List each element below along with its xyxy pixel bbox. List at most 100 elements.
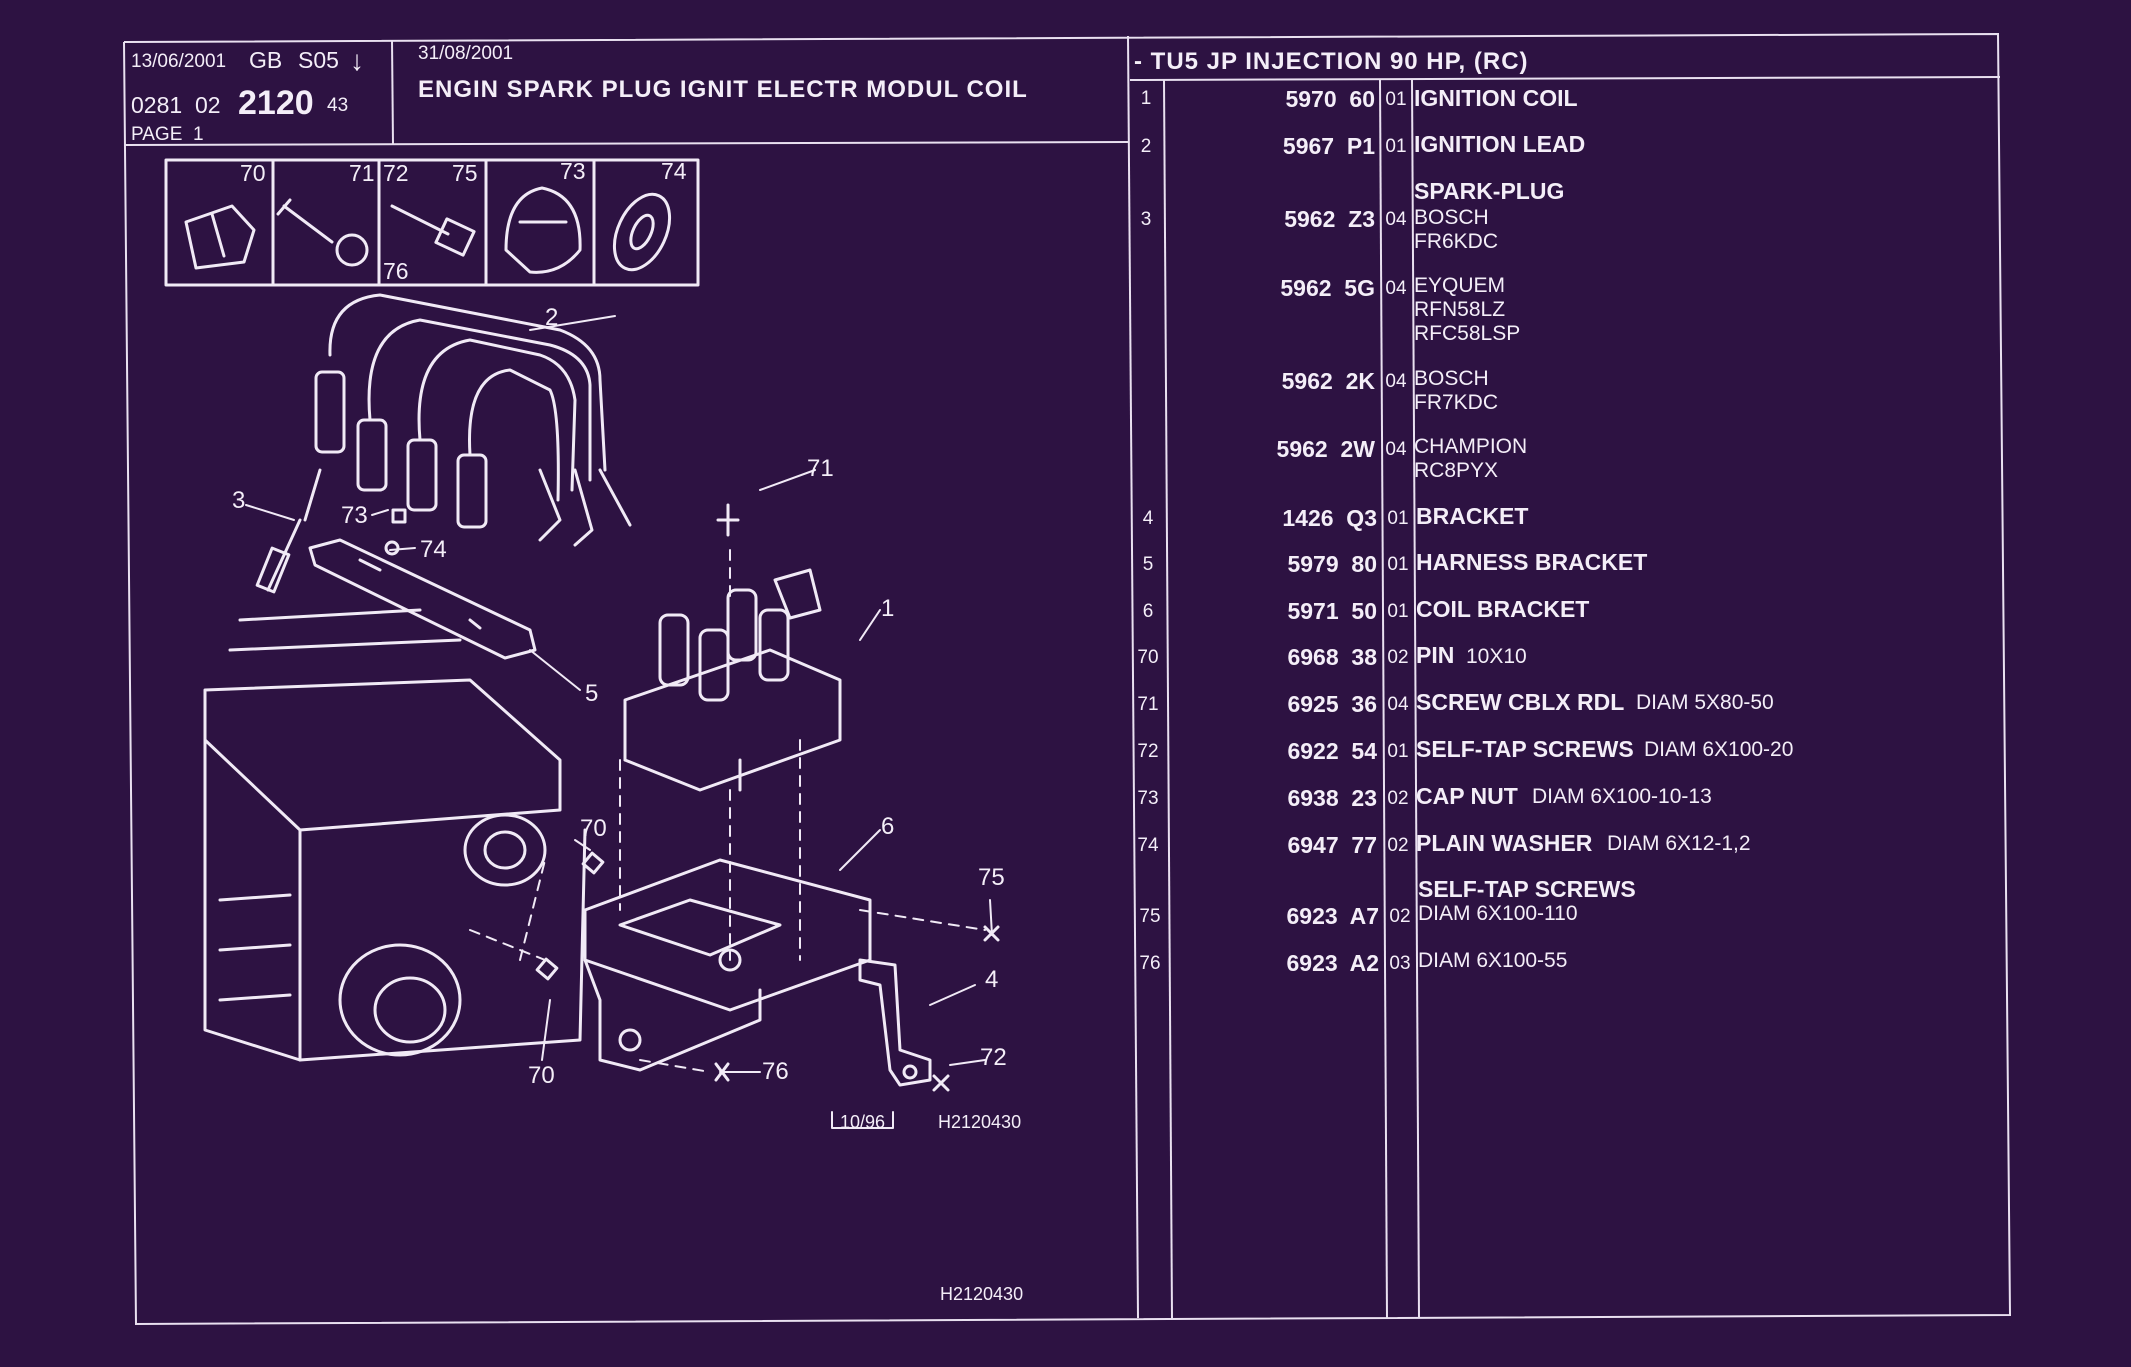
- part-reference: 5962 2W: [1276, 436, 1375, 462]
- part-reference: 5979 80: [1287, 551, 1377, 577]
- drawing-reference-footer: H2120430: [940, 1284, 1024, 1304]
- part-variant: EYQUEM: [1414, 274, 1506, 297]
- part-variant: RFC58LSP: [1414, 322, 1521, 345]
- part-reference: 6968 38: [1287, 644, 1377, 670]
- part-reference: 6923 A7: [1286, 903, 1380, 929]
- part-reference: 5962 Z3: [1284, 206, 1375, 232]
- quantity: 01: [1387, 601, 1409, 622]
- item-number: 4: [1142, 508, 1154, 529]
- quantity: 02: [1389, 906, 1411, 927]
- part-reference: 6922 54: [1287, 738, 1377, 764]
- code-main: 2120: [238, 84, 314, 122]
- exploded-diagram: [164, 158, 1000, 1129]
- harness-bracket-drawing: [308, 538, 537, 660]
- callout-label: 73: [341, 502, 368, 529]
- callout-label: 3: [232, 487, 246, 514]
- part-description: PLAIN WASHER: [1416, 830, 1593, 856]
- part-variant: FR7KDC: [1414, 391, 1499, 414]
- callout-label: 70: [580, 815, 607, 842]
- part-reference: 6947 77: [1287, 832, 1377, 858]
- quantity: 04: [1385, 371, 1407, 392]
- code-suffix: 43: [327, 95, 349, 116]
- item-number: 3: [1140, 209, 1152, 230]
- callout-label: 6: [881, 813, 895, 840]
- part-variant: DIAM 6X100-110: [1418, 902, 1578, 925]
- hardware-inset: [164, 158, 700, 287]
- part-reference: 5962 5G: [1280, 275, 1375, 301]
- callout-label: 2: [545, 304, 559, 331]
- callout-label: 70: [528, 1062, 555, 1089]
- item-number: 75: [1139, 906, 1161, 927]
- quantity: 04: [1387, 694, 1409, 715]
- part-dimension: DIAM 6X100-10-13: [1532, 785, 1712, 808]
- callout-label: 4: [985, 966, 999, 993]
- catalog-date: 13/06/2001: [131, 51, 227, 72]
- callout-label: 74: [420, 536, 447, 563]
- callout-label: 5: [585, 680, 599, 707]
- inset-label: 76: [383, 258, 409, 284]
- item-number: 6: [1142, 601, 1154, 622]
- part-variant: RFN58LZ: [1414, 298, 1506, 321]
- part-dimension: DIAM 6X100-20: [1644, 738, 1794, 761]
- item-number: 73: [1137, 788, 1159, 809]
- ignition-lead-drawing: [314, 293, 632, 547]
- inset-label: 75: [452, 160, 478, 186]
- part-reference: 5971 50: [1287, 598, 1377, 624]
- part-group-heading: SPARK-PLUG: [1414, 178, 1565, 204]
- part-dimension: DIAM 5X80-50: [1636, 691, 1774, 714]
- part-description: IGNITION COIL: [1414, 85, 1578, 111]
- language-code: GB: [249, 47, 283, 73]
- part-variant: DIAM 6X100-55: [1418, 949, 1568, 972]
- part-description: BRACKET: [1416, 503, 1529, 529]
- item-number: 76: [1139, 953, 1161, 974]
- item-number: 72: [1137, 741, 1159, 762]
- part-variant: FR6KDC: [1414, 230, 1499, 253]
- bracket-drawing: [858, 958, 932, 1087]
- revision-date: 31/08/2001: [418, 43, 514, 64]
- down-arrow-icon: ↓: [350, 45, 364, 76]
- callout-label: 71: [807, 455, 834, 482]
- quantity: 02: [1387, 835, 1409, 856]
- quantity: 01: [1385, 89, 1407, 110]
- part-description: IGNITION LEAD: [1414, 131, 1586, 157]
- drawing-date: 10/96: [840, 1112, 886, 1132]
- quantity: 04: [1385, 209, 1407, 230]
- drawing-reference: H2120430: [938, 1112, 1022, 1132]
- part-reference: 1426 Q3: [1282, 505, 1377, 531]
- quantity: 04: [1385, 278, 1407, 299]
- spark-plug-drawing: [255, 468, 322, 594]
- engine-block-drawing: [203, 608, 587, 1062]
- part-reference: 5962 2K: [1281, 368, 1375, 394]
- coil-bracket-drawing: [583, 858, 872, 1072]
- part-dimension: 10X10: [1466, 645, 1527, 668]
- ignition-coil-drawing: [623, 568, 842, 792]
- inset-label: 74: [661, 158, 687, 184]
- part-description: SCREW CBLX RDL: [1416, 689, 1625, 715]
- item-number: 74: [1137, 835, 1159, 856]
- quantity: 02: [1387, 647, 1409, 668]
- part-reference: 6925 36: [1287, 691, 1377, 717]
- part-reference: 6938 23: [1287, 785, 1377, 811]
- item-number: 2: [1140, 136, 1152, 157]
- callout-label: 75: [978, 864, 1005, 891]
- part-reference: 5970 60: [1285, 86, 1375, 112]
- item-number: 71: [1137, 694, 1159, 715]
- part-group-heading: SELF-TAP SCREWS: [1418, 876, 1636, 902]
- model-heading: - TU5 JP INJECTION 90 HP, (RC): [1134, 48, 1529, 75]
- quantity: 02: [1387, 788, 1409, 809]
- part-description: COIL BRACKET: [1416, 596, 1590, 622]
- part-description: PIN: [1416, 642, 1455, 668]
- part-description: SELF-TAP SCREWS: [1416, 736, 1634, 762]
- callout-label: 1: [881, 595, 895, 622]
- item-number: 70: [1137, 647, 1159, 668]
- part-variant: BOSCH: [1414, 206, 1489, 229]
- item-number: 1: [1140, 88, 1152, 109]
- page-number: PAGE 1: [131, 124, 204, 145]
- inset-label: 73: [560, 158, 586, 184]
- quantity: 01: [1385, 136, 1407, 157]
- part-reference: 5967 P1: [1282, 133, 1375, 159]
- part-dimension: DIAM 6X12-1,2: [1607, 832, 1751, 855]
- part-variant: CHAMPION: [1414, 435, 1528, 458]
